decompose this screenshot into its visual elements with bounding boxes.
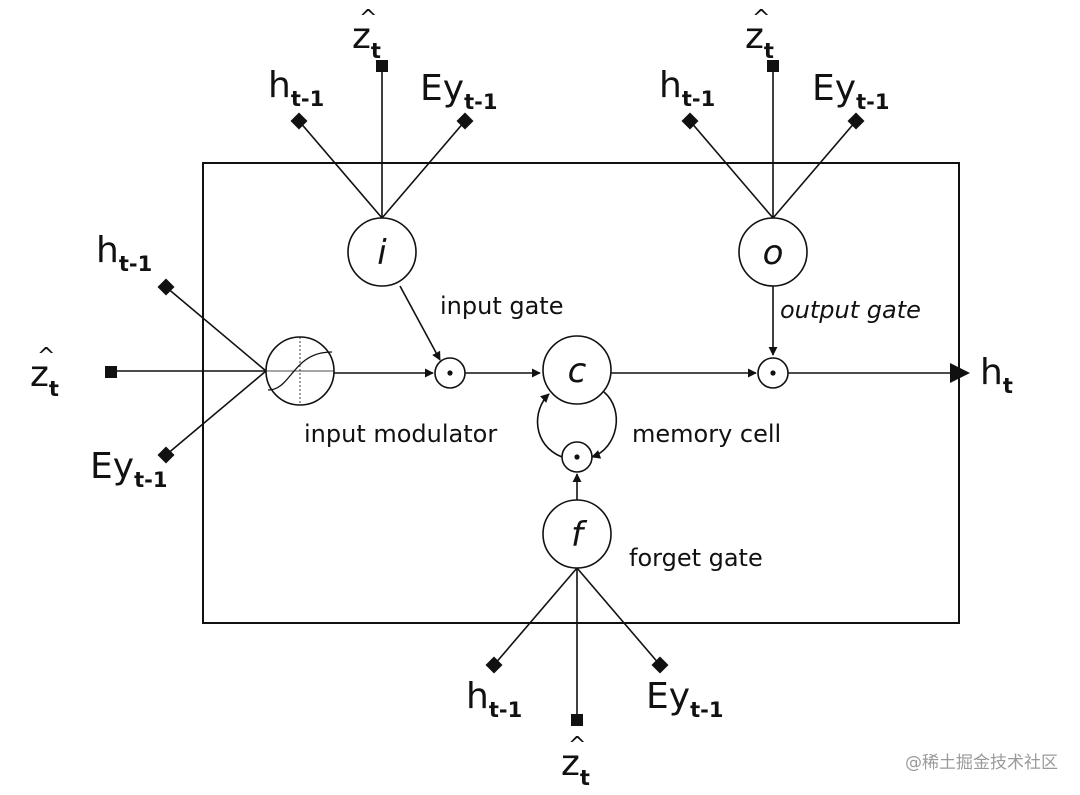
svg-text:zt: zt: [561, 743, 590, 790]
memory-cell-group: c: [536, 335, 757, 473]
forget-gate-annotation: forget gate: [629, 544, 763, 572]
output-gate-h-label: ht-1: [659, 65, 715, 111]
forget-gate-h-diamond: [485, 656, 503, 674]
input-gate-ey-diamond: [456, 112, 474, 130]
input-gate-circle: [347, 217, 417, 287]
modulator-h-label: ht-1: [96, 230, 152, 276]
svg-text:ht: ht: [980, 352, 1013, 398]
sigmoid-curve: [267, 351, 333, 391]
input-gate-h-label: ht-1: [268, 65, 324, 111]
svg-text:zt: zt: [352, 16, 381, 63]
watermark: @稀土掘金技术社区: [905, 753, 1058, 773]
svg-text:^: ^: [37, 344, 55, 369]
input-modulator-group: [105, 278, 434, 464]
svg-text:ht-1: ht-1: [659, 65, 715, 111]
memory-cell-symbol: c: [568, 351, 587, 391]
output-gate-ey-diamond: [847, 112, 865, 130]
output-gate-group: o: [681, 60, 865, 356]
forget-gate-z-label: zt ^: [561, 733, 590, 790]
svg-text:Eyt-1: Eyt-1: [420, 68, 497, 114]
modulator-ey-label: Eyt-1: [90, 446, 167, 492]
svg-text:Eyt-1: Eyt-1: [646, 676, 723, 722]
modulator-ey-diamond: [157, 446, 175, 464]
svg-text:^: ^: [752, 6, 770, 31]
input-gate-annotation: input gate: [440, 292, 563, 320]
svg-text:^: ^: [568, 733, 586, 758]
svg-text:ht-1: ht-1: [96, 230, 152, 276]
forget-gate-z-square: [571, 714, 583, 726]
output-gate-h-diamond: [681, 112, 699, 130]
output-product-node: [757, 357, 970, 389]
output-gate-ey-label: Eyt-1: [812, 68, 889, 114]
forget-gate-h-label: ht-1: [466, 676, 522, 722]
input-gate-symbol: i: [377, 233, 387, 273]
svg-text:^: ^: [359, 6, 377, 31]
svg-text:ht-1: ht-1: [466, 676, 522, 722]
modulator-z-label: zt ^: [30, 344, 59, 401]
input-gate-z-label: zt ^: [352, 6, 381, 63]
memory-recurrence-in: [536, 393, 563, 458]
forget-gate-group: f: [485, 473, 669, 726]
output-gate-z-square: [767, 60, 779, 72]
svg-text:zt: zt: [745, 16, 774, 63]
modulator-h-diamond: [157, 278, 175, 296]
hidden-output-label: ht: [980, 352, 1013, 398]
input-gate-z-square: [376, 60, 388, 72]
forget-gate-ey-diamond: [651, 656, 669, 674]
output-gate-annotation: output gate: [780, 296, 921, 324]
forget-gate-ey-label: Eyt-1: [646, 676, 723, 722]
svg-text:zt: zt: [30, 354, 59, 401]
memory-cell-annotation: memory cell: [632, 420, 781, 448]
input-gate-h-diamond: [290, 112, 308, 130]
lstm-cell-box: [202, 162, 960, 624]
input-product-node: [434, 357, 541, 389]
input-modulator-annotation: input modulator: [304, 420, 497, 448]
svg-text:Eyt-1: Eyt-1: [90, 446, 167, 492]
input-gate-group: i: [290, 60, 474, 361]
memory-cell-circle: [542, 335, 612, 405]
modulator-z-square: [105, 366, 117, 378]
output-gate-symbol: o: [763, 233, 784, 273]
svg-text:Eyt-1: Eyt-1: [812, 68, 889, 114]
svg-text:ht-1: ht-1: [268, 65, 324, 111]
memory-recurrence-out: [591, 391, 618, 459]
input-gate-ey-label: Eyt-1: [420, 68, 497, 114]
output-gate-z-label: zt ^: [745, 6, 774, 63]
